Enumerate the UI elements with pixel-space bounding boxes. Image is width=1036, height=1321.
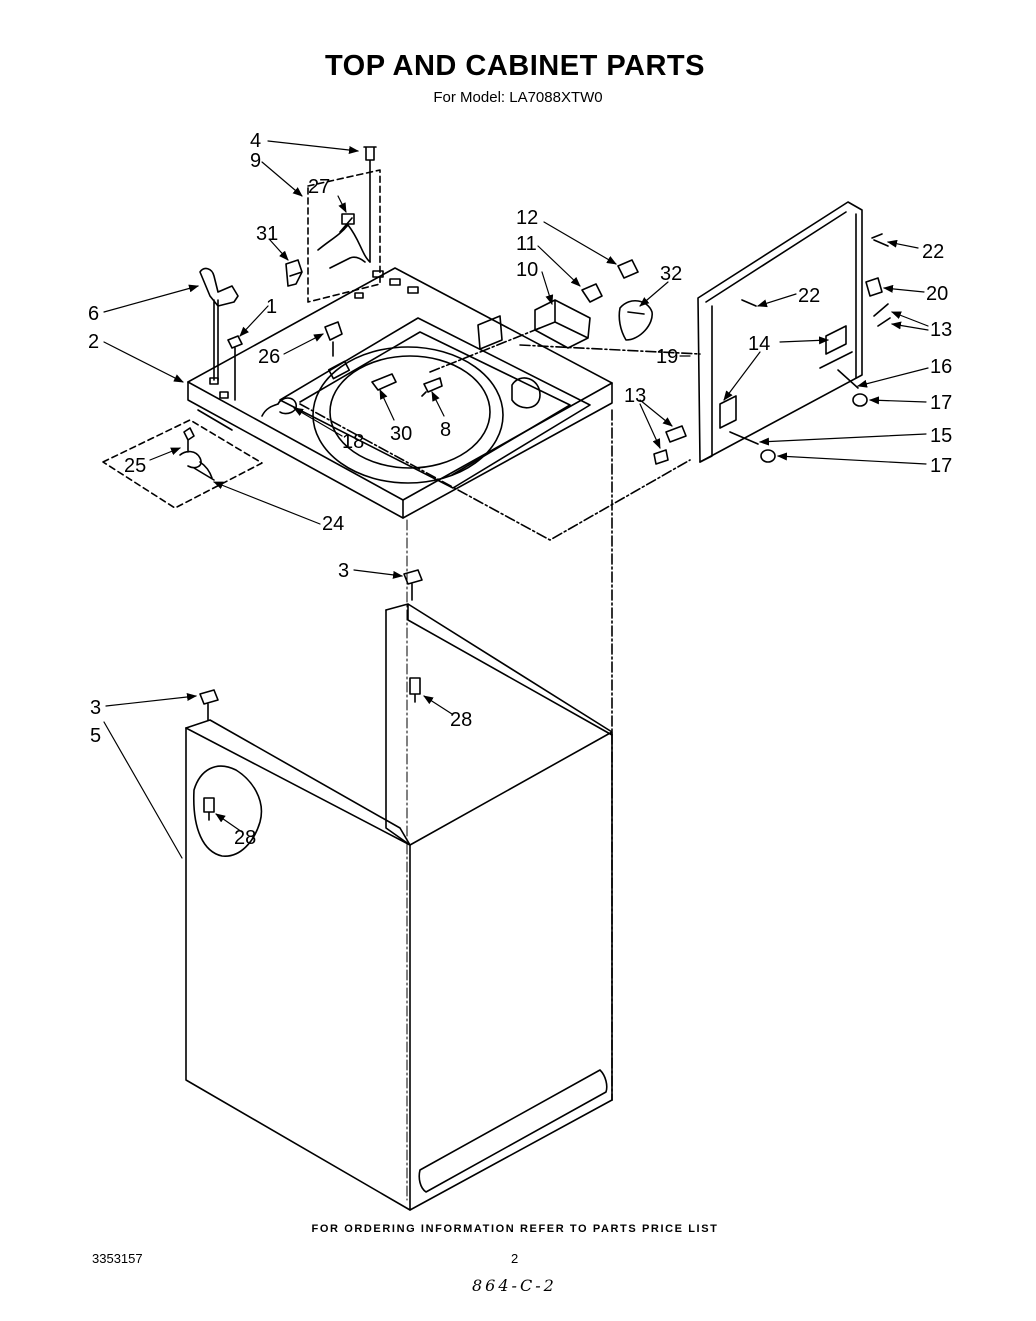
dashed-box-item-9 (307, 169, 381, 303)
screw-item-4 (363, 146, 377, 263)
callout-28-back: 28 (450, 709, 472, 731)
top-panel (187, 267, 613, 519)
part-item-8 (421, 377, 443, 397)
callout-31: 31 (256, 223, 278, 245)
page-title: TOP AND CABINET PARTS (324, 50, 705, 82)
callout-15: 15 (930, 425, 952, 447)
callout-1: 1 (266, 296, 277, 318)
nut-item-1 (227, 335, 243, 401)
callout-25: 25 (124, 455, 146, 477)
callout-8: 8 (440, 419, 451, 441)
dashed-box-item-24 (102, 419, 263, 509)
clip-item-31 (285, 259, 303, 287)
page-number: 2 (511, 1251, 519, 1266)
callout-11: 11 (516, 233, 537, 255)
callout-32: 32 (660, 263, 682, 285)
document-number: 3353157 (92, 1251, 143, 1266)
callout-18: 18 (342, 431, 364, 453)
callout-22-right: 22 (922, 241, 944, 263)
callout-24: 24 (322, 513, 344, 535)
callout-labels: 4 9 27 31 6 1 2 26 12 11 10 32 19 30 8 1… (88, 130, 952, 849)
part-item-26 (324, 321, 343, 357)
callout-6: 6 (88, 303, 99, 325)
part-item-30 (371, 373, 397, 391)
callout-9: 9 (250, 150, 261, 172)
callout-22-inner: 22 (798, 285, 820, 307)
handwritten-code: 864-C-2 (472, 1276, 557, 1295)
callout-leaders (103, 140, 929, 859)
hinge-item-18 (277, 397, 297, 415)
part-item-12 (617, 259, 639, 279)
bracket-item-6 (199, 267, 239, 381)
callout-3-upper: 3 (338, 560, 349, 582)
callout-19: 19 (656, 346, 678, 368)
ordering-info-note: FOR ORDERING INFORMATION REFER TO PARTS … (311, 1223, 719, 1235)
cabinet-item-5 (185, 569, 613, 1211)
callout-28-side: 28 (234, 827, 256, 849)
callout-20: 20 (926, 283, 948, 305)
callout-16: 16 (930, 356, 952, 378)
callout-4: 4 (250, 130, 261, 152)
callout-14: 14 (748, 333, 770, 355)
part-item-11 (581, 283, 603, 303)
callout-17-lower: 17 (930, 455, 952, 477)
callout-5: 5 (90, 725, 101, 747)
callout-10: 10 (516, 259, 538, 281)
callout-12: 12 (516, 207, 538, 229)
part-item-32 (618, 300, 653, 341)
console-panel-item-19 (653, 201, 891, 465)
callout-27: 27 (308, 176, 330, 198)
callout-2: 2 (88, 331, 99, 353)
callout-26: 26 (258, 346, 280, 368)
callout-13-right: 13 (930, 319, 952, 341)
callout-13-left: 13 (624, 385, 646, 407)
callout-17-upper: 17 (930, 392, 952, 414)
model-subtitle: For Model: LA7088XTW0 (433, 89, 603, 106)
switch-housing-item-10 (534, 299, 591, 349)
callout-3-lower: 3 (90, 697, 101, 719)
callout-30: 30 (390, 423, 412, 445)
